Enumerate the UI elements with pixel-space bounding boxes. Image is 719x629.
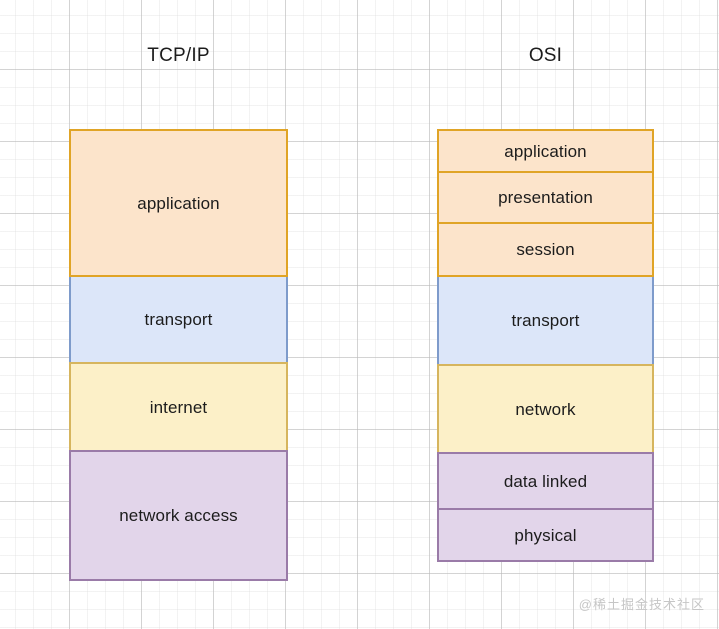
layer-label: session [516,240,575,259]
layer-osi-application[interactable]: application [437,129,654,173]
layer-osi-session[interactable]: session [437,222,654,277]
watermark: @稀土掘金技术社区 [578,597,705,612]
layer-osi-network[interactable]: network [437,364,654,454]
layer-label: transport [144,310,213,329]
layer-label: data linked [503,471,588,491]
layer-osi-physical[interactable]: physical [437,508,654,562]
layer-label: application [504,141,587,161]
layer-label: transport [511,311,580,330]
column-title-tcpip: TCP/IP [147,45,210,66]
layer-osi-presentation[interactable]: presentation [437,171,654,224]
layer-label: physical [514,525,577,545]
layer-label: application [137,193,220,213]
layer-label: network [515,399,576,419]
layer-stack-tcpip: application transport internet network acce… [69,129,288,581]
layer-label: network access [119,506,238,525]
layer-tcpip-network-access[interactable]: network access [69,450,288,581]
layer-tcpip-internet[interactable]: internet [69,362,288,452]
layer-osi-transport[interactable]: transport [437,275,654,366]
layer-tcpip-application[interactable]: application [69,129,288,277]
layer-label: presentation [498,188,593,207]
layer-osi-data-linked[interactable]: data linked [437,452,654,510]
column-title-osi: OSI [528,45,563,66]
layer-label: internet [149,397,208,417]
layer-tcpip-transport[interactable]: transport [69,275,288,364]
layer-stack-osi: application presentation session transport n… [437,129,654,562]
